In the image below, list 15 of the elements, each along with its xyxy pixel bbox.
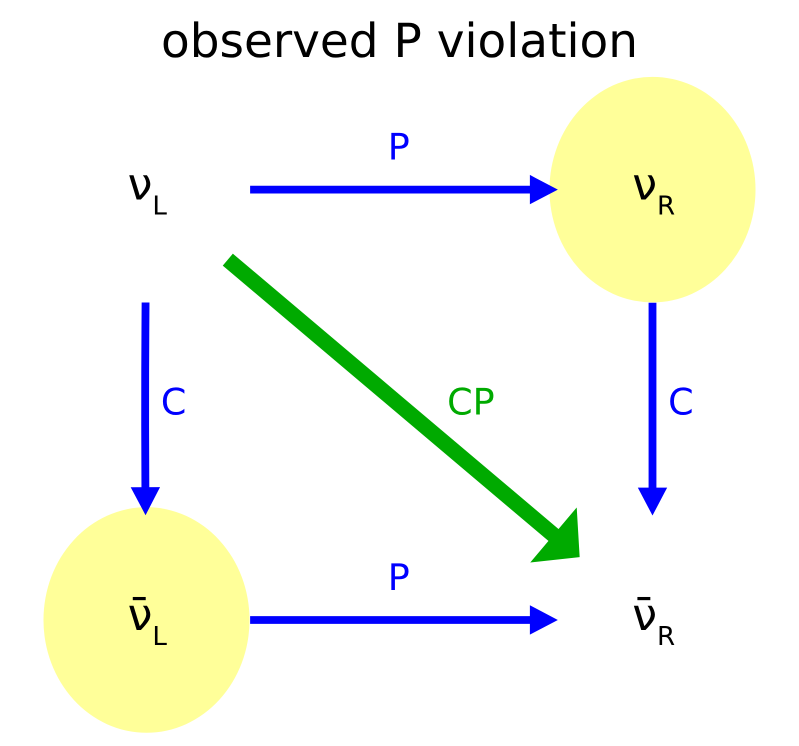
arrow (222, 253, 580, 562)
node-circle: ν̄$_{L}$ (43, 506, 250, 732)
edge-label: CP (447, 380, 495, 423)
arrow (250, 604, 558, 634)
arrow (130, 302, 160, 515)
edge-label: C (160, 380, 186, 423)
node-text: ν$_{L}$ (128, 159, 167, 222)
diagram-title: observed P violation (161, 13, 638, 68)
edge-label: P (388, 555, 410, 598)
edge-label: P (388, 124, 410, 168)
edge-label: C (668, 380, 694, 423)
arrow (638, 302, 668, 516)
arrow (250, 174, 558, 204)
node-text: ν̄$_{R}$ (632, 590, 676, 652)
node-circle: ν$_{R}$ (549, 76, 756, 302)
